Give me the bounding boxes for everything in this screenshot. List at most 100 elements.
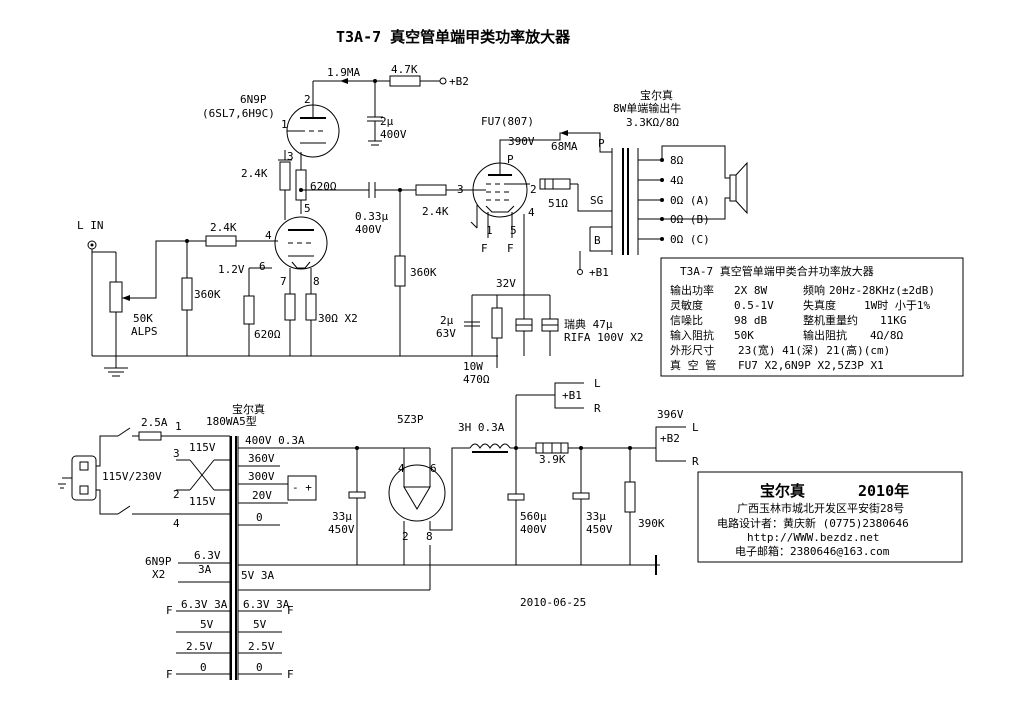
b2-resistor-label: 4.7K xyxy=(391,63,418,76)
primary-bot: 115V xyxy=(189,495,216,508)
spec-tube-val: FU7 X2,6N9P X2,5Z3P X1 xyxy=(738,359,884,372)
drawing-date: 2010-06-25 xyxy=(520,596,586,609)
heater-resistor-label: 30Ω X2 xyxy=(318,312,358,325)
pot-value: 50K xyxy=(133,312,153,325)
right-f-25: 2.5V xyxy=(248,640,275,653)
pin2: 2 xyxy=(304,93,311,106)
mains-label: 115V/230V xyxy=(102,470,162,483)
opt-tap-8: 8Ω xyxy=(670,154,684,167)
ptx-model: 180WA5型 xyxy=(206,414,257,428)
spec-r0c3: 20Hz-28KHz(±2dB) xyxy=(829,284,935,297)
decoupling-cap-v: 400V xyxy=(380,128,407,141)
left-f-1: F xyxy=(166,604,173,617)
pin5: 5 xyxy=(304,202,311,215)
cathode-620b-label: 620Ω xyxy=(254,328,281,341)
fuse xyxy=(138,431,162,441)
ptx-pin2: 2 xyxy=(173,488,180,501)
rect-pin6: 6 xyxy=(430,462,437,475)
bias-rect-sign-minus: - + xyxy=(292,481,312,494)
filter-resistor-label: 3.9K xyxy=(539,453,566,466)
driver-tube-lower-envelope xyxy=(274,216,328,270)
grid-leak-resistor xyxy=(181,277,193,311)
coupling-cap-v: 400V xyxy=(355,223,382,236)
ptx-pin3: 3 xyxy=(173,447,180,460)
output-pin4: 4 xyxy=(528,206,535,219)
spec-r3c2: 输出阻抗 xyxy=(803,328,847,342)
rect-pin8: 8 xyxy=(426,530,433,543)
bias-rectifier xyxy=(287,475,317,501)
choke-coil xyxy=(469,443,511,449)
rect-heater: 5V 3A xyxy=(241,569,274,582)
hv-300: 300V xyxy=(248,470,275,483)
ptx-pin4: 4 xyxy=(173,517,180,530)
opt-brand: 宝尔真 xyxy=(640,88,673,102)
pin8: 8 xyxy=(313,275,320,288)
right-f-5: 5V xyxy=(253,618,267,631)
power-switch-1 xyxy=(117,427,131,437)
filter-cap-2-val: 560μ xyxy=(520,510,547,523)
output-b1-label: +B1 xyxy=(589,266,609,279)
output-pin1: 1 xyxy=(486,224,493,237)
heater-label: 6N9P xyxy=(145,555,172,568)
spec-r0c2: 频响 xyxy=(803,283,825,297)
spec-r1c3: 1W时 小于1% xyxy=(864,299,930,312)
left-f-0: 0 xyxy=(200,661,207,674)
sg-resistor-label: 51Ω xyxy=(548,197,568,210)
pin7: 7 xyxy=(280,275,287,288)
company-box xyxy=(697,471,963,563)
power-switch-2 xyxy=(117,505,131,515)
ptx-pin1: 1 xyxy=(175,420,182,433)
supply-b2: +B2 xyxy=(660,432,680,445)
opt-impedance: 3.3KΩ/8Ω xyxy=(626,116,679,129)
output-pin-p: P xyxy=(507,153,514,166)
hv-0: 0 xyxy=(256,511,263,524)
output-pin2: 2 xyxy=(530,183,537,196)
choke-label: 3H 0.3A xyxy=(458,421,505,434)
opt-sg-label: SG xyxy=(590,194,603,207)
spec-r2c0: 信噪比 xyxy=(670,314,703,327)
decoupling-cap: 2μ xyxy=(380,115,394,128)
cathode-620-resistor xyxy=(295,169,307,201)
output-grid-resistor xyxy=(415,184,447,196)
opt-b-label: B xyxy=(594,234,601,247)
grid-resistor-in-label: 2.4K xyxy=(210,221,237,234)
pot-wiper-arrow-icon xyxy=(122,295,130,301)
coupling-cap: 0.33μ xyxy=(355,210,388,223)
company-year: 2010年 xyxy=(858,482,909,500)
filter-cap-1-v: 450V xyxy=(328,523,355,536)
spec-r3c1: 50K xyxy=(734,329,754,342)
hv-360: 360V xyxy=(248,452,275,465)
output-cathode-v: 32V xyxy=(496,277,516,290)
left-f-2: F xyxy=(166,668,173,681)
b2-l: L xyxy=(692,421,699,434)
driver-current: 1.9MA xyxy=(327,66,360,79)
heater-f1: F xyxy=(481,242,488,255)
cathode-470-w: 10W xyxy=(463,360,483,373)
b2-voltage: 396V xyxy=(657,408,684,421)
output-current: 68MA xyxy=(551,140,578,153)
spec-rows: 输出功率 2X 8W 频响 20Hz-28KHz(±2dB) 灵敏度 0.5-1… xyxy=(670,283,935,372)
output-grid-leak xyxy=(394,255,406,287)
output-pin3: 3 xyxy=(457,183,464,196)
current-arrow-icon xyxy=(340,78,348,84)
output-pin5: 5 xyxy=(510,224,517,237)
cathode-bypass-small-v: 63V xyxy=(436,327,456,340)
b1-l: L xyxy=(594,377,601,390)
spec-tube-label: 真 空 管 xyxy=(670,358,716,372)
right-f-63: 6.3V 3A xyxy=(243,598,290,611)
output-plate-v: 390V xyxy=(508,135,535,148)
spec-r1c2: 失真度 xyxy=(803,298,836,312)
heater-r2 xyxy=(305,293,317,321)
b2-label: +B2 xyxy=(449,75,469,88)
grid-leak-label: 360K xyxy=(194,288,221,301)
company-name: 宝尔真 xyxy=(760,482,805,500)
spec-r1c0: 灵敏度 xyxy=(670,298,703,312)
filter-cap-1-val: 33μ xyxy=(332,510,352,523)
filter-cap-3 xyxy=(572,492,590,500)
spec-title: T3A-7 真空管单端甲类合并功率放大器 xyxy=(680,264,874,278)
heater-a: 3A xyxy=(198,563,212,576)
spec-box xyxy=(660,257,964,377)
cathode-bypass-small: 2μ xyxy=(440,314,454,327)
pin1: 1 xyxy=(281,118,288,131)
spec-r0c0: 输出功率 xyxy=(670,283,714,297)
